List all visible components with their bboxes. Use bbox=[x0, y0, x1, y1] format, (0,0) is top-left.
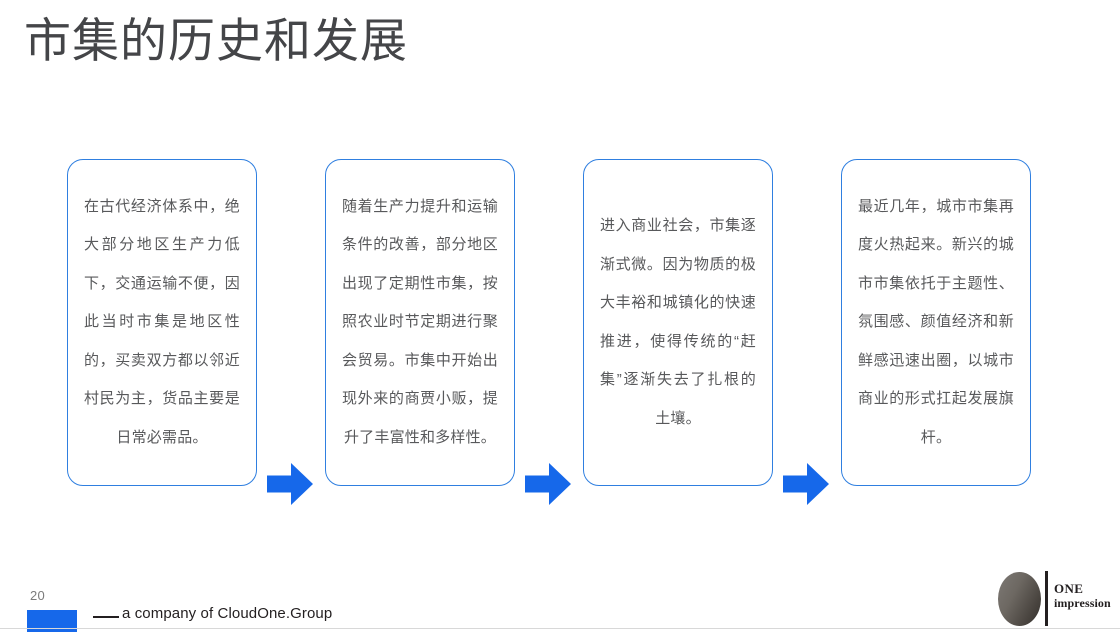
brand-wordmark-line2: impression bbox=[1054, 596, 1111, 610]
brand-bar-icon bbox=[1045, 571, 1048, 626]
footer-accent-block bbox=[27, 610, 77, 632]
flow-card-3-text: 进入商业社会，市集逐渐式微。因为物质的极大丰裕和城镇化的快速推进，使得传统的“赶… bbox=[600, 217, 756, 427]
footer-tagline: a company of CloudOne.Group bbox=[122, 605, 333, 622]
flow-card-3[interactable]: 进入商业社会，市集逐渐式微。因为物质的极大丰裕和城镇化的快速推进，使得传统的“赶… bbox=[583, 159, 773, 486]
arrow-right-icon bbox=[783, 462, 829, 506]
brand-wordmark: ONE impression bbox=[1054, 581, 1111, 611]
footer-divider-rule bbox=[0, 628, 1120, 629]
flow-card-1[interactable]: 在古代经济体系中，绝大部分地区生产力低下，交通运输不便，因此当时市集是地区性的，… bbox=[67, 159, 257, 486]
flow-card-2[interactable]: 随着生产力提升和运输条件的改善，部分地区出现了定期性市集，按照农业时节定期进行聚… bbox=[325, 159, 515, 486]
footer-dash-divider bbox=[93, 616, 119, 618]
arrow-right-icon bbox=[525, 462, 571, 506]
flow-card-4[interactable]: 最近几年，城市市集再度火热起来。新兴的城市市集依托于主题性、氛围感、颜值经济和新… bbox=[841, 159, 1031, 486]
page-number: 20 bbox=[30, 588, 46, 603]
flow-card-2-text: 随着生产力提升和运输条件的改善，部分地区出现了定期性市集，按照农业时节定期进行聚… bbox=[342, 197, 498, 446]
brand-ellipse-icon bbox=[998, 572, 1041, 626]
flow-card-4-text: 最近几年，城市市集再度火热起来。新兴的城市市集依托于主题性、氛围感、颜值经济和新… bbox=[858, 197, 1014, 446]
page-title: 市集的历史和发展 bbox=[24, 14, 408, 67]
brand-logo: ONE impression bbox=[996, 568, 1114, 628]
flow-diagram: 在古代经济体系中，绝大部分地区生产力低下，交通运输不便，因此当时市集是地区性的，… bbox=[0, 159, 1120, 505]
brand-wordmark-line1: ONE bbox=[1054, 581, 1084, 596]
flow-card-1-text: 在古代经济体系中，绝大部分地区生产力低下，交通运输不便，因此当时市集是地区性的，… bbox=[84, 197, 240, 446]
arrow-right-icon bbox=[267, 462, 313, 506]
